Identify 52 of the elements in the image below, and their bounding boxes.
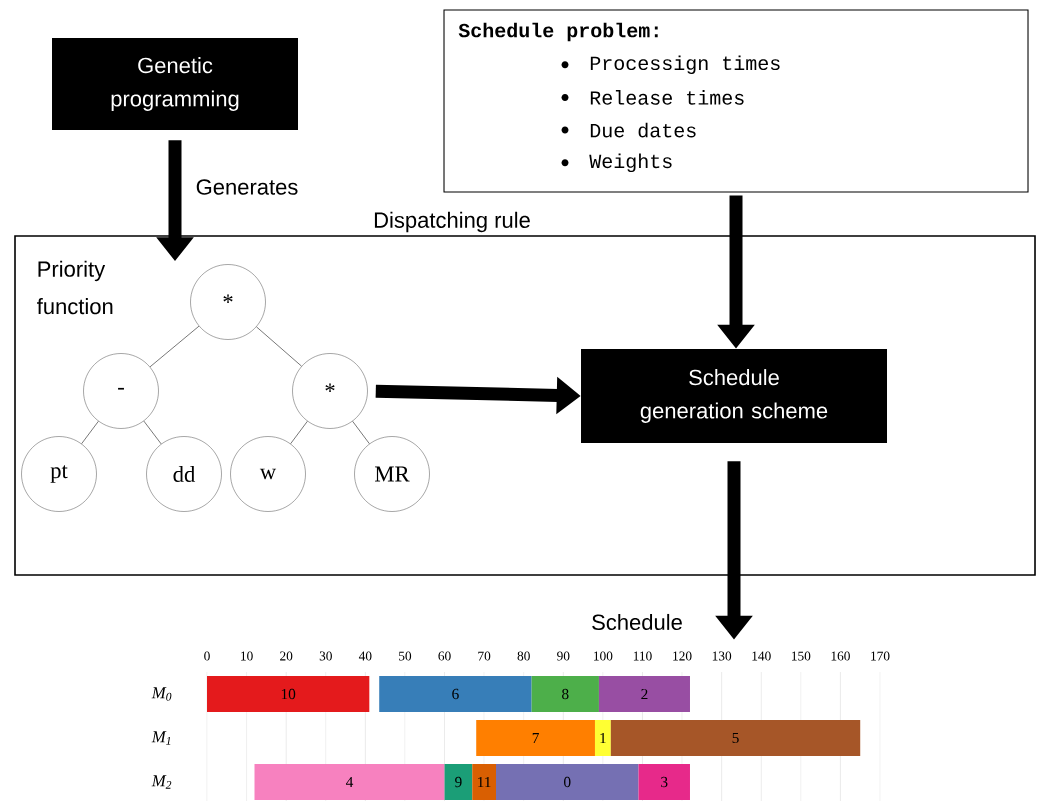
tick-label: 90 (557, 651, 570, 661)
tick-label: 120 (673, 651, 692, 661)
row-label: M$_{0}$ (151, 687, 172, 701)
edge-label: Generates (196, 179, 298, 195)
tree-node: dd (146, 436, 222, 512)
tick-label: 70 (478, 651, 491, 661)
node-label: Dispatching rule (374, 211, 530, 233)
tick-label: 100 (594, 651, 613, 661)
task-bar: 4 (254, 764, 445, 800)
tree-branch (81, 420, 99, 445)
tree-branch (149, 325, 200, 368)
task-bar: 6 (379, 676, 532, 712)
task-bar: 7 (476, 720, 595, 756)
task-bar: 0 (496, 764, 639, 800)
section-label: Priority function (37, 260, 113, 315)
task-bar: 9 (444, 764, 473, 800)
task-bar: 5 (610, 720, 861, 756)
row-label: M$_{2}$ (151, 775, 172, 789)
process-box: Schedule generation scheme (581, 349, 887, 443)
tree-node: - (83, 353, 159, 429)
row-label: M$_{1}$ (151, 731, 171, 745)
task-bar: 11 (472, 764, 496, 800)
tree-node: * (190, 264, 266, 340)
task-bar: 3 (638, 764, 690, 800)
tick-label: 0 (204, 651, 210, 661)
text-box: Schedule problem: Processign times Release times Due dates Weights (443, 9, 1029, 193)
tick-label: 110 (633, 651, 652, 661)
tree-node: w (230, 436, 306, 512)
task-bar: 10 (207, 676, 370, 712)
tick-label: 30 (319, 651, 332, 661)
tree-branch (352, 420, 370, 445)
tick-label: 170 (871, 651, 890, 661)
tick-label: 130 (712, 651, 732, 661)
tree-branch (143, 420, 162, 445)
tick-label: 60 (438, 651, 451, 661)
tree-branch (256, 326, 302, 367)
tick-label: 80 (517, 651, 530, 661)
tick-label: 20 (280, 651, 293, 661)
tick-label: 140 (752, 651, 771, 661)
process-box: Genetic programming (52, 38, 298, 130)
output-label: Schedule (592, 613, 682, 631)
tick-label: 160 (831, 651, 850, 661)
tick-label: 150 (792, 651, 811, 661)
tick-label: 10 (241, 651, 253, 661)
tree-node: * (292, 353, 368, 429)
tree-branch (290, 420, 308, 445)
tree-node: MR (354, 436, 430, 512)
tree-node: pt (21, 436, 97, 512)
tick-label: 40 (358, 651, 372, 661)
tick-label: 50 (399, 651, 412, 661)
task-bar: 8 (531, 676, 599, 712)
task-bar: 2 (598, 676, 690, 712)
